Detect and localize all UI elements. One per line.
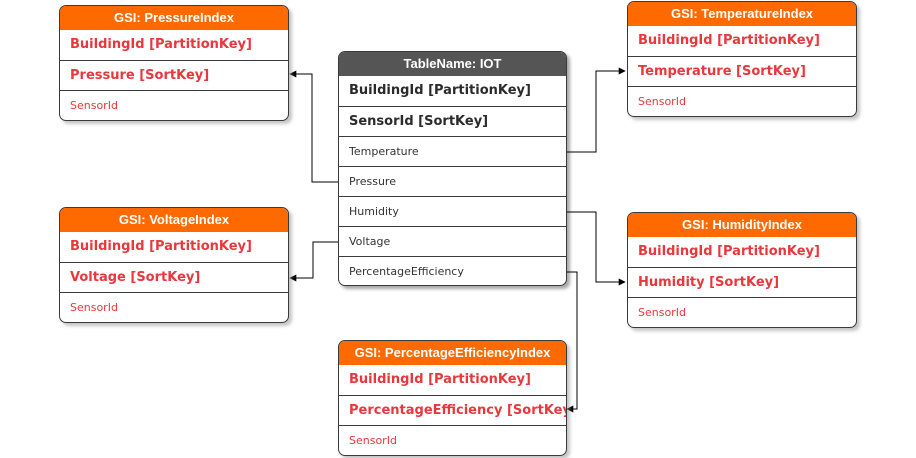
gsi-attribute: SensorId <box>60 292 288 322</box>
attribute-row: Temperature <box>339 136 566 166</box>
gsi-sort-key: PercentageEfficiency [SortKey] <box>339 395 566 425</box>
arrow-to-voltage-index <box>289 241 338 282</box>
gsi-attribute: SensorId <box>628 297 856 327</box>
gsi-body: BuildingId [PartitionKey] Pressure [Sort… <box>60 30 288 120</box>
temperature-index-table: GSI: TemperatureIndex BuildingId [Partit… <box>627 1 857 117</box>
attribute-row: PercentageEfficiency <box>339 256 566 285</box>
arrow-to-humidity-index <box>566 211 626 286</box>
gsi-sort-key: Pressure [SortKey] <box>60 60 288 90</box>
gsi-partition-key: BuildingId [PartitionKey] <box>70 239 252 254</box>
gsi-body: BuildingId [PartitionKey] Voltage [SortK… <box>60 232 288 322</box>
pressure-index-table: GSI: PressureIndex BuildingId [Partition… <box>59 5 289 121</box>
gsi-partition-key: BuildingId [PartitionKey] <box>349 372 531 387</box>
table-body: BuildingId [PartitionKey] SensorId [Sort… <box>339 76 566 285</box>
gsi-title: GSI: PressureIndex <box>60 6 288 30</box>
gsi-title: GSI: TemperatureIndex <box>628 2 856 26</box>
gsi-title: GSI: PercentageEfficiencyIndex <box>339 341 566 365</box>
gsi-attribute: SensorId <box>628 86 856 116</box>
attribute-row: Pressure <box>339 166 566 196</box>
gsi-attribute: SensorId <box>339 425 566 455</box>
gsi-partition-key: BuildingId [PartitionKey] <box>70 37 252 52</box>
gsi-title: GSI: VoltageIndex <box>60 208 288 232</box>
gsi-attribute: SensorId <box>60 90 288 120</box>
efficiency-index-table: GSI: PercentageEfficiencyIndex BuildingI… <box>338 340 567 456</box>
gsi-sort-key: Temperature [SortKey] <box>628 56 856 86</box>
gsi-sort-key: Humidity [SortKey] <box>628 267 856 297</box>
gsi-title: GSI: HumidityIndex <box>628 213 856 237</box>
gsi-body: BuildingId [PartitionKey] Humidity [Sort… <box>628 237 856 327</box>
gsi-sort-key: Voltage [SortKey] <box>60 262 288 292</box>
partition-key-row: BuildingId [PartitionKey] <box>349 83 531 98</box>
voltage-index-table: GSI: VoltageIndex BuildingId [PartitionK… <box>59 207 289 323</box>
table-title: TableName: IOT <box>339 52 566 76</box>
humidity-index-table: GSI: HumidityIndex BuildingId [Partition… <box>627 212 857 328</box>
sort-key-row: SensorId [SortKey] <box>339 106 566 136</box>
gsi-body: BuildingId [PartitionKey] Temperature [S… <box>628 26 856 116</box>
attribute-row: Voltage <box>339 226 566 256</box>
gsi-partition-key: BuildingId [PartitionKey] <box>638 33 820 48</box>
attribute-row: Humidity <box>339 196 566 226</box>
arrow-to-efficiency-index <box>566 271 578 413</box>
gsi-partition-key: BuildingId [PartitionKey] <box>638 244 820 259</box>
iot-table: TableName: IOT BuildingId [PartitionKey]… <box>338 51 567 286</box>
arrow-to-temperature-index <box>566 67 626 153</box>
arrow-to-pressure-index <box>289 70 338 183</box>
gsi-body: BuildingId [PartitionKey] PercentageEffi… <box>339 365 566 455</box>
